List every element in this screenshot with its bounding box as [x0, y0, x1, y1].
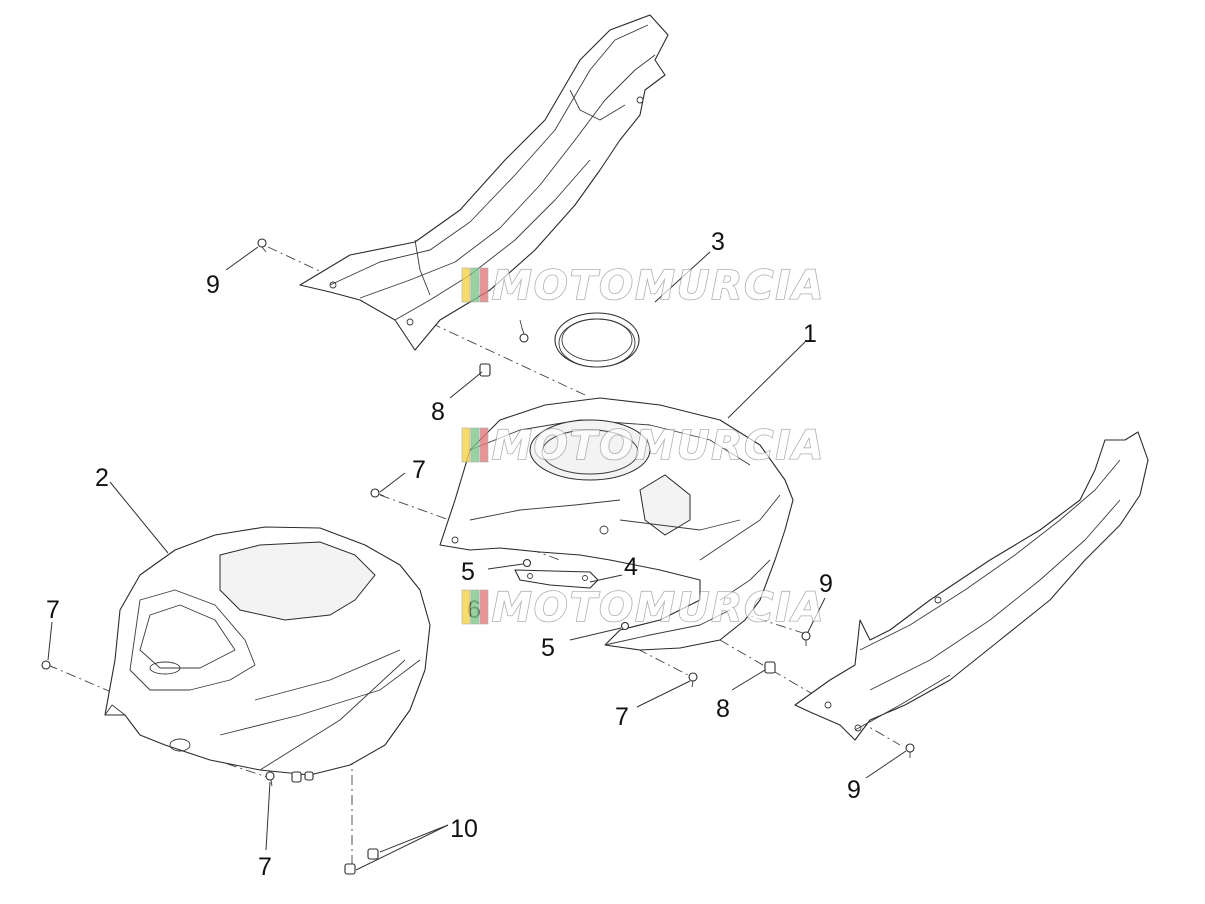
watermark-logo: MOTOMURCIA: [461, 262, 825, 310]
screw-icon: [257, 238, 267, 253]
watermarks: MOTOMURCIA MOTOMURCIA MOTOMURCIA: [461, 262, 825, 632]
lower-side-panel: [794, 431, 1149, 741]
screw-icon: [620, 621, 630, 631]
callout-7-left: 7: [46, 596, 60, 624]
callout-8-lower: 8: [716, 695, 730, 723]
watermark-logo: MOTOMURCIA: [461, 584, 825, 632]
screw-icon: [801, 631, 811, 646]
ring-gasket-icon: [554, 312, 640, 368]
callout-numbers: 1 2 3 4 5 5 6 7 7 7 7 8 8 9 9 9 10: [46, 228, 861, 881]
screw-icon: [370, 488, 385, 498]
callout-5-upper: 5: [461, 558, 475, 586]
watermark-stripe: [479, 427, 489, 463]
watermark-logo: MOTOMURCIA: [461, 422, 825, 470]
watermark-text: MOTOMURCIA: [492, 585, 825, 631]
upper-side-panel: [299, 14, 669, 351]
callout-5-lower: 5: [541, 634, 555, 662]
callout-2: 2: [95, 464, 109, 492]
leader-lines: [47, 246, 907, 871]
callout-7-right: 7: [615, 703, 629, 731]
watermark-stripe: [479, 267, 489, 303]
callout-10: 10: [450, 815, 478, 843]
tank-shell: [104, 526, 431, 776]
screw-icon: [688, 672, 698, 688]
watermark-stripe: [470, 267, 480, 303]
tank-cover: [439, 397, 794, 651]
watermark-stripe: [461, 267, 471, 303]
callout-9-top: 9: [206, 271, 220, 299]
clip-icon: [344, 863, 356, 875]
clip-icon: [479, 363, 491, 377]
clip-icon: [367, 848, 379, 860]
screws: [41, 238, 915, 787]
callout-7-bottom: 7: [258, 853, 272, 881]
screw-icon: [41, 660, 56, 670]
watermark-stripe: [461, 427, 471, 463]
watermark-stripe: [470, 427, 480, 463]
callout-7-center: 7: [412, 456, 426, 484]
screw-icon: [519, 327, 529, 343]
watermark-text: MOTOMURCIA: [492, 423, 825, 469]
screw-icon: [265, 771, 275, 787]
callout-9-bottom: 9: [847, 776, 861, 804]
callout-9-right: 9: [819, 570, 833, 598]
clip-icon: [291, 771, 302, 783]
callout-1: 1: [803, 320, 817, 348]
callout-4: 4: [624, 553, 638, 581]
clip-icon: [304, 771, 314, 781]
callout-8-upper: 8: [431, 398, 445, 426]
bracket: [514, 569, 599, 589]
watermark-stripe: [479, 589, 489, 625]
callout-3: 3: [711, 228, 725, 256]
watermark-stripe: [470, 589, 480, 625]
clip-icon: [764, 661, 776, 674]
clips: [291, 363, 776, 875]
screw-icon: [905, 743, 915, 758]
watermark-text: MOTOMURCIA: [492, 263, 825, 309]
watermark-stripe: [461, 589, 471, 625]
screw-icon: [522, 558, 532, 568]
